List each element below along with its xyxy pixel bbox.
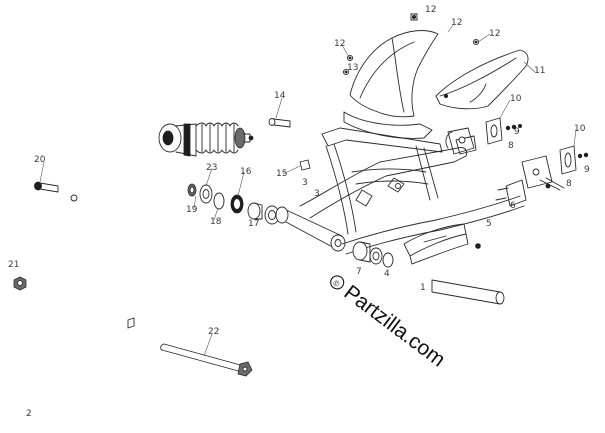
pivot-bearing[interactable] bbox=[230, 194, 244, 214]
callout-6: 6 bbox=[510, 201, 516, 211]
callout-17: 17 bbox=[248, 219, 259, 229]
rear-fender[interactable] bbox=[343, 30, 439, 139]
adjuster-plate-lower[interactable] bbox=[559, 145, 577, 175]
swingarm[interactable] bbox=[275, 127, 527, 255]
chain-guard[interactable] bbox=[435, 49, 529, 110]
chain-slider[interactable] bbox=[403, 223, 469, 265]
callout-8: 8 bbox=[566, 179, 572, 189]
pivot-bushing[interactable] bbox=[199, 184, 213, 204]
slider-screw[interactable] bbox=[475, 243, 481, 249]
callout-labels: 12 12 12 12 11 13 10 10 9 9 8 8 14 15 16… bbox=[8, 5, 590, 419]
lower-collar[interactable] bbox=[352, 241, 371, 263]
lower-seal[interactable] bbox=[369, 247, 383, 265]
washer[interactable] bbox=[70, 194, 78, 202]
callout-12: 12 bbox=[489, 29, 500, 39]
callout-12: 12 bbox=[425, 5, 436, 15]
pivot-seal[interactable] bbox=[187, 183, 197, 197]
callout-15: 15 bbox=[276, 169, 287, 179]
adjuster-plate-upper[interactable] bbox=[485, 117, 503, 145]
adjuster-nuts-lower[interactable] bbox=[577, 152, 589, 159]
callout-21: 21 bbox=[8, 260, 19, 270]
callout-13: 13 bbox=[347, 63, 358, 73]
rubber-grommet[interactable] bbox=[299, 159, 311, 171]
callout-11: 11 bbox=[534, 66, 545, 76]
callout-7: 7 bbox=[356, 267, 362, 277]
pivot-nut[interactable] bbox=[13, 276, 27, 291]
callout-5: 5 bbox=[486, 219, 492, 229]
callout-3: 3 bbox=[314, 189, 320, 199]
partzilla-watermark: © Partzilla.com bbox=[330, 275, 450, 372]
watermark-text: Partzilla.com bbox=[340, 281, 450, 372]
pivot-bolt-left[interactable] bbox=[34, 181, 59, 193]
callout-10: 10 bbox=[574, 124, 586, 134]
callout-9: 9 bbox=[584, 165, 590, 175]
copyright-ring bbox=[330, 275, 345, 290]
chain-adjuster-upper[interactable] bbox=[445, 127, 475, 155]
copyright-symbol: © bbox=[331, 278, 341, 289]
callout-8: 8 bbox=[508, 141, 514, 151]
callout-12: 12 bbox=[334, 39, 345, 49]
rear-shock-absorber[interactable] bbox=[158, 122, 254, 157]
leader-lines bbox=[39, 12, 577, 357]
callout-4: 4 bbox=[384, 269, 390, 279]
callout-2: 2 bbox=[26, 409, 32, 419]
callout-10: 10 bbox=[510, 94, 522, 104]
axle-sleeve[interactable] bbox=[431, 279, 505, 305]
callout-22: 22 bbox=[208, 327, 219, 337]
callout-9: 9 bbox=[514, 127, 520, 137]
callout-20: 20 bbox=[34, 155, 46, 165]
callout-12: 12 bbox=[451, 18, 462, 28]
chain-adjuster-lower[interactable] bbox=[521, 155, 553, 189]
callout-14: 14 bbox=[274, 91, 286, 101]
callout-3: 3 bbox=[302, 178, 308, 188]
pivot-shaft[interactable] bbox=[160, 343, 253, 377]
adjuster-nuts-upper[interactable] bbox=[505, 124, 523, 131]
fender-screw[interactable] bbox=[342, 68, 350, 76]
adjuster-bolt[interactable] bbox=[539, 177, 565, 191]
shock-upper-bolt[interactable] bbox=[268, 118, 291, 128]
clip[interactable] bbox=[127, 317, 135, 329]
pivot-washer[interactable] bbox=[213, 192, 225, 210]
callout-18: 18 bbox=[210, 217, 222, 227]
callout-23: 23 bbox=[206, 163, 217, 173]
callout-16: 16 bbox=[240, 167, 252, 177]
pivot-collar[interactable] bbox=[247, 202, 263, 220]
callout-1: 1 bbox=[420, 283, 426, 293]
fender-screw[interactable] bbox=[472, 38, 480, 46]
pivot-spacer[interactable] bbox=[264, 205, 280, 225]
callout-19: 19 bbox=[186, 205, 198, 215]
lower-washer[interactable] bbox=[382, 252, 394, 268]
